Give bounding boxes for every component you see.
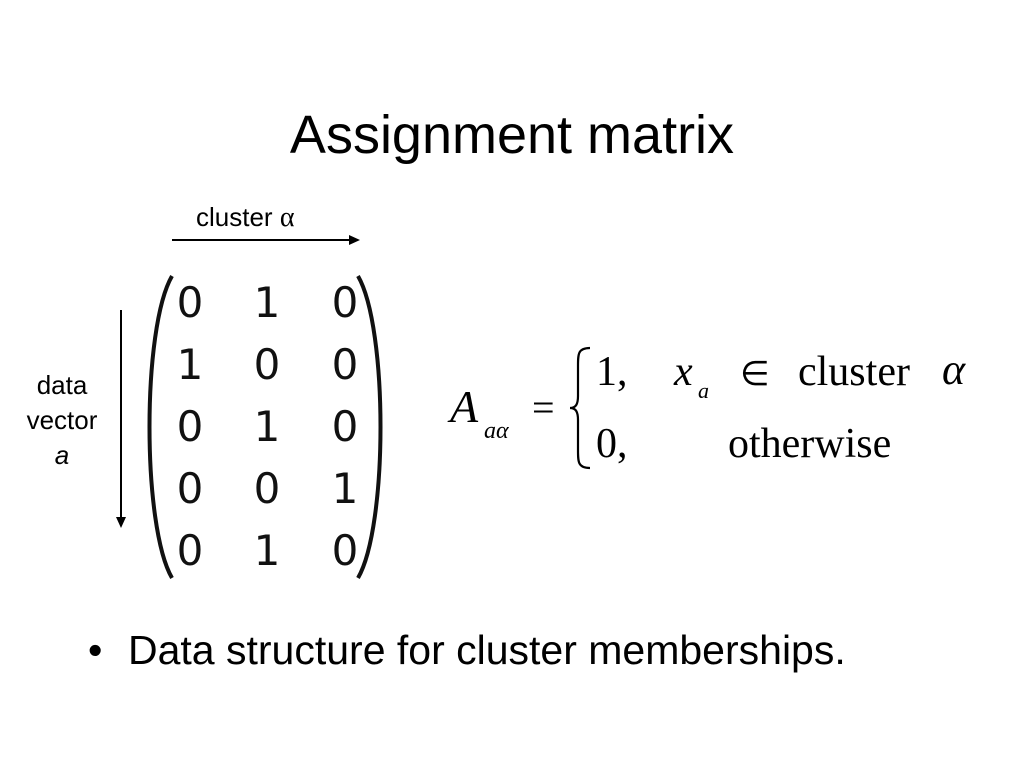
matrix-cell-r1-c3: 0 [331,278,359,327]
row-axis-line-1: data [36,370,88,400]
bullet-text: Data structure for cluster memberships. [128,627,846,673]
formula-case1-symbol: α [942,345,966,394]
formula-case2-text: otherwise [728,421,892,467]
formula-case1-variable-subscript: a [698,378,709,403]
assignment-formula: A aα = 1, x a ∈ cluster α 0, otherwise [450,340,1010,480]
matrix-cell-r3-c2: 1 [253,402,281,451]
formula-lhs: A [450,381,479,432]
matrix-parentheses [147,275,383,579]
column-axis-symbol: α [279,202,295,233]
row-arrow [116,310,126,528]
matrix-cell-r3-c1: 0 [176,402,204,451]
formula-case1-variable: x [674,349,693,395]
matrix-cell-r5-c1: 0 [176,526,204,575]
matrix-cell-r5-c3: 0 [331,526,359,575]
formula-case1-text: cluster [798,349,910,395]
matrix-cell-r2-c3: 0 [331,340,359,389]
matrix-cell-r2-c1: 1 [176,340,204,389]
formula-case1-value: 1, [596,349,628,395]
matrix-cell-r1-c2: 1 [253,278,281,327]
formula-element-of-symbol: ∈ [740,356,770,393]
formula-brace [569,346,591,470]
bullet-item: • Data structure for cluster memberships. [88,624,846,676]
page-title: Assignment matrix [289,105,735,165]
column-axis-text: cluster [196,202,273,232]
matrix-cell-r4-c2: 0 [253,464,281,513]
formula-lhs-subscript: aα [484,418,509,444]
formula-equals: = [532,385,555,430]
matrix-cell-r3-c3: 0 [331,402,359,451]
assignment-matrix: 0 1 0 1 0 0 0 1 0 0 0 1 0 1 0 [140,268,390,586]
matrix-cell-r5-c2: 1 [253,526,281,575]
column-arrow [172,235,360,245]
matrix-cell-r1-c1: 0 [176,278,204,327]
matrix-cell-r2-c2: 0 [253,340,281,389]
column-axis-label: cluster α [196,200,294,235]
row-axis-line-2: vector [26,405,98,435]
matrix-cell-r4-c1: 0 [176,464,204,513]
matrix-cell-r4-c3: 1 [331,464,359,513]
bullet-marker: • [88,627,103,673]
row-axis-label: data vector a [10,368,114,473]
formula-case2-value: 0, [596,421,628,467]
row-axis-line-3: a [54,440,70,470]
